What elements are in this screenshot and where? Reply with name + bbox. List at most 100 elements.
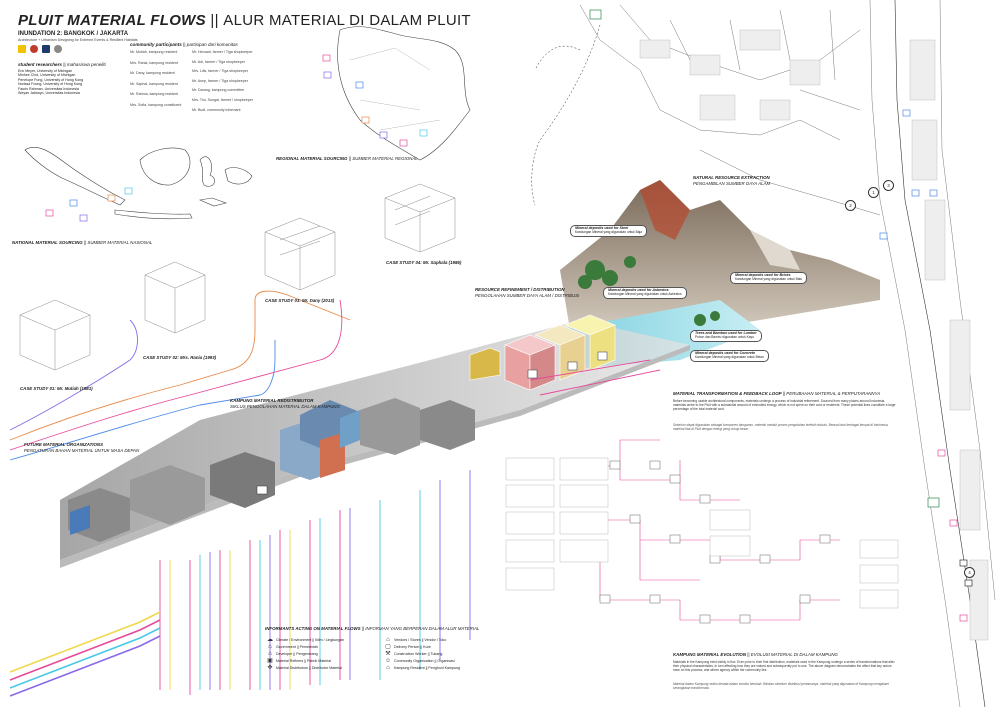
cloud-icon: ☁	[267, 636, 273, 643]
callout-concrete-en: Mineral deposits used for Concrete	[695, 351, 756, 355]
future-label: FUTURE MATERIAL ORGANIZATIONS PENGATURAN…	[24, 442, 139, 453]
legend-text: Kampung Resident || Penghuni Kampung	[394, 665, 461, 670]
transformation-paragraph-id: Sebelum dapat digunakan sebagai komponen…	[673, 423, 889, 432]
university-shield	[42, 45, 50, 53]
transformation-label: MATERIAL TRANSFORMATION & FEEDBACK LOOP …	[673, 391, 881, 396]
transformation-label-en: MATERIAL TRANSFORMATION & FEEDBACK LOOP	[673, 391, 782, 396]
regional-label-id: SUMBER MATERIAL REGIONAL	[352, 156, 418, 161]
refinement-label: RESOURCE REFINEMENT / DISTRIBUTION PENGO…	[475, 287, 579, 298]
legend-text: Community Organization || Organisasi	[394, 658, 455, 663]
student-name: Weyan Jatianyo, Universitas Indonesia	[18, 91, 80, 96]
participant: Mr. Dany, kampung resident	[130, 71, 175, 76]
callout-asbestos: Mineral deposits used for Asbestos Kandu…	[603, 287, 687, 299]
city-blocks	[639, 29, 989, 641]
page-title: PLUIT MATERIAL FLOWS || ALUR MATERIAL DI…	[18, 12, 471, 29]
students-heading-en: student researchers	[18, 62, 62, 67]
distribution-icon: ✥	[267, 664, 273, 671]
future-label-en: FUTURE MATERIAL ORGANIZATIONS	[24, 442, 104, 447]
students-list: Eric Meyer, University of Michigan Minhe…	[18, 69, 118, 95]
extraction-label: NATURAL RESOURCE EXTRACTION PENGAMBILAN …	[693, 175, 770, 186]
student-name: Norissa Foong, University of Hong Kong	[18, 82, 83, 87]
developer-icon: ⌂	[268, 650, 272, 657]
title-main: PLUIT MATERIAL FLOWS	[18, 12, 206, 29]
refinement-label-en: RESOURCE REFINEMENT / DISTRIBUTION	[475, 287, 565, 292]
case-study-1: CASE STUDY 01: Mr. Mutiah (1981)	[20, 386, 93, 391]
title-alt: ALUR MATERIAL DI DALAM PLUIT	[223, 12, 471, 29]
legend-text: Construction Worker || Tukang	[394, 651, 443, 656]
delivery-icon: ▢	[385, 643, 391, 650]
map-marker-2: 2	[845, 200, 856, 211]
subtitle-small: Architecture + Urbanism Designing for Ex…	[18, 38, 138, 42]
refinement-label-id: PENGOLAHAN SUMBER DAYA ALAM / DISTRIBUSI	[475, 292, 580, 298]
map-marker-3: 3	[883, 180, 894, 191]
legend-text: Climate / Environment || Iklim / Lingkun…	[276, 637, 345, 642]
callout-lumber: Trees and Bamboo used for Lumber Pohon d…	[690, 330, 762, 342]
callout-lumber-id: Pohon dan Bambu digunakan untuk Kayu	[695, 334, 754, 339]
logo-row	[18, 45, 62, 53]
participant: Mr. Asep, farmer / Tiga shopkeeper	[192, 78, 248, 83]
transformation-nodes	[599, 460, 831, 624]
route-dashed	[531, 24, 601, 206]
case-study-2: CASE STUDY 02: Mrs. Rania (1993)	[143, 355, 217, 360]
legend-text: Delivery Person || Kurir	[394, 644, 431, 649]
extraction-label-en: NATURAL RESOURCE EXTRACTION	[693, 175, 770, 180]
legend-row: ▢Delivery Person || Kurir	[385, 643, 495, 650]
participant: Mrs. Rania, kampung resident	[130, 60, 178, 65]
national-label-id: SUMBER MATERIAL NASIONAL	[87, 240, 153, 245]
participant: Mr. Rahma, kampung resident	[130, 92, 179, 97]
redistributor-label-id: SIKLUS PENGOLAHAN MATERIAL DALAM KAMPUNG	[230, 403, 340, 409]
callout-concrete-id: Kandungan Mineral yang digunakan untuk B…	[695, 354, 764, 359]
university-seal	[30, 45, 38, 53]
participant: Mr. Darang, kampung committee	[192, 88, 245, 93]
legend-row: ⌂Kampung Resident || Penghuni Kampung	[385, 664, 495, 671]
participants-heading: community participants || partisipan dar…	[130, 42, 238, 47]
government-icon: ⌂	[268, 643, 272, 650]
refine-icon-b	[567, 361, 578, 371]
worker-icon: ⚒	[385, 650, 391, 657]
participant: Mr. Budi, community informant	[192, 107, 241, 112]
legend-row: ⚒Construction Worker || Tukang	[385, 650, 495, 657]
factory-icon: ▣	[267, 657, 273, 664]
callout-steel-id: Kandungan Mineral yang digunakan untuk B…	[575, 229, 642, 234]
redistributor-label-en: KAMPUNG MATERIAL REDISTRIBUTOR	[230, 398, 314, 403]
material-flow-lines	[9, 290, 661, 697]
legend-row: ⌂ Developer || Pengembang	[267, 650, 377, 657]
callout-lumber-en: Trees and Bamboo used for Lumber	[695, 331, 757, 335]
legend-text: Material Refiners || Pabrik Material	[276, 658, 331, 663]
participant: Mrs. Tini, Sungai, farmer / shopkeeper	[192, 97, 253, 102]
legend-text: Vendors / Stores || Vendor / Toko	[394, 637, 447, 642]
callout-asbestos-en: Mineral deposits used for Asbestos	[608, 288, 669, 292]
callout-bricks-en: Mineral deposits used for Bricks	[735, 273, 791, 277]
university-logo	[18, 45, 26, 53]
callout-asbestos-id: Kandungan Mineral yang digunakan untuk A…	[608, 291, 682, 296]
participant: Mrs. Sofia, kampung constituent	[130, 102, 182, 107]
legend-row: ☁Climate / Environment || Iklim / Lingku…	[267, 636, 377, 643]
student-name: Eric Meyer, University of Michigan	[18, 69, 73, 73]
legend-text: Developer || Pengembang	[276, 651, 318, 656]
student-name: Penelope Fung, University of Hong Kong	[18, 77, 84, 82]
map-marker-4: 4	[964, 567, 975, 578]
informants-label: INFORMANTS ACTING ON MATERIAL FLOWS || I…	[265, 626, 480, 631]
title-separator: ||	[210, 12, 219, 29]
student-name: Fauris Rahman, Universitas Indonesia	[18, 86, 79, 91]
legend-left: ☁Climate / Environment || Iklim / Lingku…	[267, 636, 377, 671]
student-name: Minhee Choi, University of Michigan	[18, 73, 76, 78]
participants-heading-id: partisipan dari komunitas	[186, 42, 238, 47]
route-dashed-2	[534, 45, 581, 71]
callout-steel-en: Mineral deposits used for Steel	[575, 226, 629, 230]
participant: Mr. Mutiah, kampung resident	[130, 50, 178, 54]
map-markers	[45, 54, 428, 222]
city-markers	[589, 9, 973, 622]
transformation-paragraph: Before becoming usable architectural com…	[673, 399, 896, 412]
legend-right: ⌂Vendors / Stores || Vendor / Toko ▢Deli…	[385, 636, 495, 671]
partner-seal	[54, 45, 62, 53]
informant-cards	[505, 457, 899, 609]
informants-label-id: INFORMAN YANG BERPERAN DALAM ALUR MATERI…	[365, 626, 480, 631]
informants-label-en: INFORMANTS ACTING ON MATERIAL FLOWS	[265, 626, 361, 631]
case-study-4: CASE STUDY 04: Mr. Saphala (1986)	[386, 260, 462, 265]
participants-col2: Mr. Heruadi, farmer / Tiga shopkeeper Mr…	[192, 50, 254, 117]
legend-text: Material Distributors || Distributor Mat…	[276, 665, 342, 670]
participants-heading-en: community participants	[130, 42, 182, 47]
participant: Mr. Heruadi, farmer / Tiga shopkeeper	[192, 50, 253, 54]
